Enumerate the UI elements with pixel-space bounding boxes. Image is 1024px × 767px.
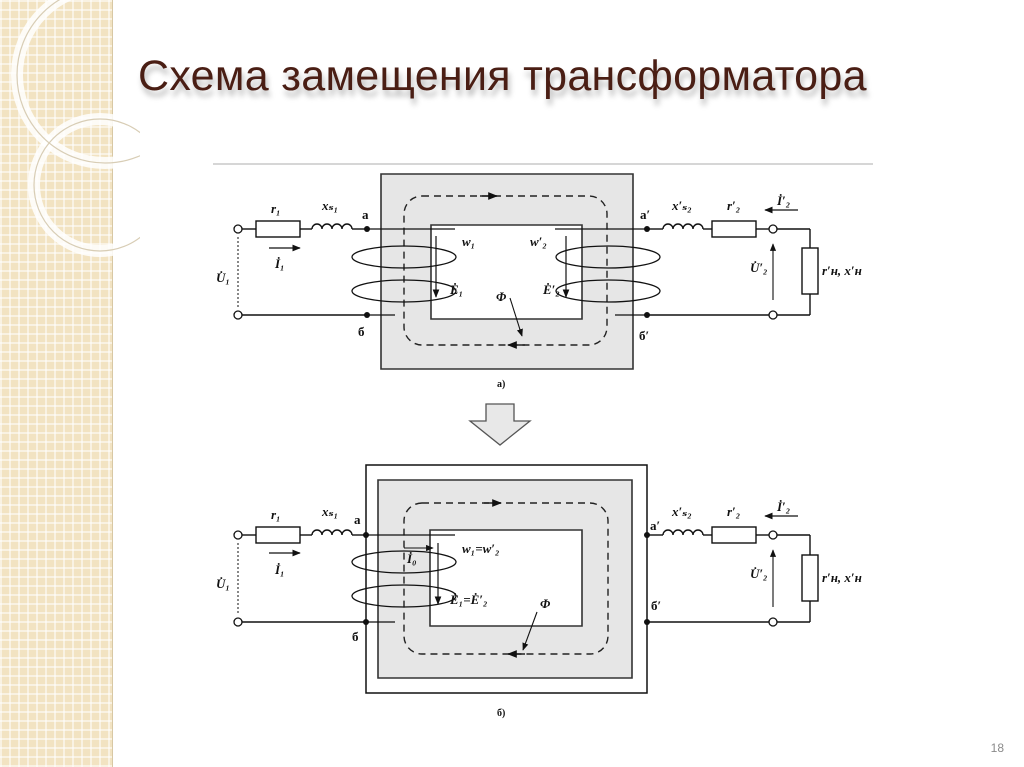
label-e-equal: Ė₁=Ė′₂ <box>449 592 487 607</box>
label-i2: İ′₂ <box>776 499 790 514</box>
node-b: б <box>352 629 359 644</box>
node-b: б <box>358 324 365 339</box>
node-a-prime: а′ <box>650 518 660 533</box>
caption-a: а) <box>497 379 505 390</box>
inductor-xs2-b <box>662 529 704 536</box>
load-b <box>801 554 819 602</box>
label-w-equal: w₁=w′₂ <box>462 541 499 556</box>
inductor-xs1-a <box>311 223 353 230</box>
core-b <box>377 479 633 679</box>
label-u2: U̇′₂ <box>750 566 768 581</box>
label-load: r′н, x′н <box>822 570 862 585</box>
node-a-prime: а′ <box>640 207 650 222</box>
label-i1: İ₁ <box>274 562 285 577</box>
diagram-b: r₁ xₛ₁ İ₁ U̇₁ İ₀ а б а′ б′ w₁=w′₂ Ė₁=Ė′₂… <box>216 464 862 719</box>
decorative-side-band <box>0 0 113 767</box>
node-a: а <box>354 512 361 527</box>
label-xs2: x′ₛ₂ <box>671 198 692 213</box>
slide-title: Схема замещения трансформатора <box>138 52 867 100</box>
equivalent-loop-b <box>365 464 648 694</box>
title-divider <box>213 163 873 165</box>
diagram-a: r₁ xₛ₁ İ₁ U̇₁ а б а′ б′ w₁ w′₂ Ė₁ Ė′₂ Φ … <box>216 173 862 390</box>
label-w1: w₁ <box>462 234 475 249</box>
flux-path-b <box>403 502 609 655</box>
label-r1: r₁ <box>271 201 281 216</box>
resistor-r2-b <box>711 526 757 544</box>
inductor-xs1-b <box>311 529 353 536</box>
label-r1: r₁ <box>271 507 281 522</box>
label-i0: İ₀ <box>406 551 417 566</box>
resistor-r2-a <box>711 220 757 238</box>
label-r2: r′₂ <box>727 198 740 213</box>
resistor-r1-a <box>255 220 301 238</box>
node-a: а <box>362 207 369 222</box>
label-e2: Ė′₂ <box>542 282 560 297</box>
label-w2: w′₂ <box>530 234 547 249</box>
transition-arrow <box>468 403 532 446</box>
label-u1: U̇₁ <box>216 270 230 285</box>
label-e1: Ė₁ <box>449 282 463 297</box>
load-a <box>801 247 819 295</box>
inductor-xs2-a <box>662 223 704 230</box>
label-xs2: x′ₛ₂ <box>671 504 692 519</box>
label-u1: U̇₁ <box>216 576 230 591</box>
page-number: 18 <box>990 741 1004 755</box>
label-xs1: xₛ₁ <box>321 504 338 519</box>
label-xs1: xₛ₁ <box>321 198 338 213</box>
decorative-rings <box>11 0 140 257</box>
core-a <box>380 173 634 370</box>
node-b-prime: б′ <box>651 598 661 613</box>
caption-b: б) <box>497 708 505 719</box>
node-b-prime: б′ <box>639 328 649 343</box>
label-u2: U̇′₂ <box>750 260 768 275</box>
label-flux: Φ <box>540 596 551 611</box>
label-r2: r′₂ <box>727 504 740 519</box>
resistor-r1-b <box>255 526 301 544</box>
label-load: r′н, x′н <box>822 263 862 278</box>
label-i2: İ′₂ <box>776 193 790 208</box>
label-flux: Φ <box>496 289 507 304</box>
label-i1: İ₁ <box>274 256 285 271</box>
